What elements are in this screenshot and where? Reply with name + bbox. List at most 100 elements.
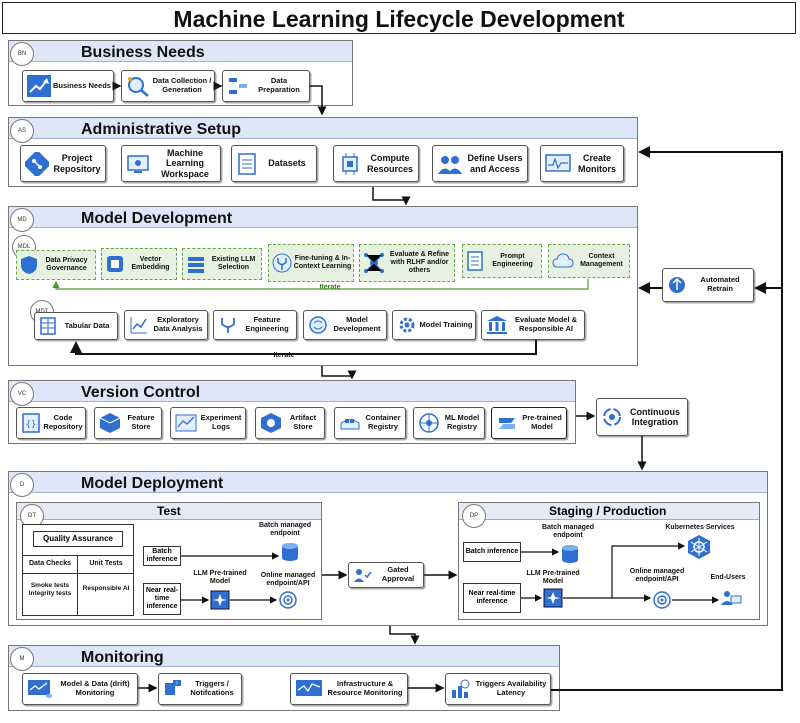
- fine-tuning-box[interactable]: Fine-tuning & In-Context Learning: [268, 244, 354, 282]
- eda-box[interactable]: Exploratory Data Analysis: [124, 310, 208, 340]
- data-preparation-box[interactable]: Data Preparation: [222, 70, 310, 102]
- model-training-box[interactable]: Model Training: [392, 310, 476, 340]
- stack-icon: [186, 254, 206, 274]
- section-title: Model Deployment: [81, 475, 224, 492]
- code-icon: {}: [21, 412, 41, 434]
- container-icon: [339, 413, 361, 433]
- qa-cell-responsible: Responsible AI: [82, 585, 130, 592]
- container-registry-box[interactable]: Container Registry: [334, 407, 406, 439]
- triggers-availability-box[interactable]: Triggers Availability Latency: [445, 673, 551, 705]
- analysis-icon: [129, 315, 149, 335]
- qa-col-unit-tests: Unit Tests: [89, 560, 123, 567]
- iterate-tabular-label: Iterate: [273, 352, 295, 359]
- qa-cell-tests: Smoke tests Integrity tests: [28, 582, 72, 597]
- ml-workspace-box[interactable]: Machine Learning Workspace: [121, 145, 221, 182]
- building-icon: [486, 315, 508, 335]
- kubernetes-icon: [686, 534, 712, 565]
- test-near-realtime[interactable]: Near real-time inference: [143, 583, 181, 615]
- cube-icon: [99, 412, 121, 434]
- test-online-endpoint-label: Online managed endpoint/API: [260, 572, 316, 588]
- git-icon: [25, 151, 49, 176]
- drift-monitoring-box[interactable]: Model & Data (drift) Monitoring: [22, 673, 138, 705]
- test-batch-endpoint-label: Batch managed endpoint: [258, 522, 312, 538]
- section-tag: BN: [10, 42, 34, 66]
- log-icon: [175, 413, 197, 433]
- network-icon: [363, 252, 385, 274]
- workspace-icon: [126, 152, 150, 176]
- stopwatch-chart-icon: [450, 678, 472, 700]
- test-batch-inference[interactable]: Batch inference: [143, 546, 181, 566]
- continuous-integration-box[interactable]: Continuous Integration: [596, 398, 688, 436]
- create-monitors-box[interactable]: Create Monitors: [540, 145, 624, 182]
- automated-retrain-box[interactable]: Automated Retrain: [662, 268, 754, 302]
- production-tag: DP: [462, 504, 486, 528]
- llm-model-icon: [210, 590, 230, 615]
- pretrained-model-box[interactable]: Pre-trained Model: [491, 407, 567, 439]
- artifact-icon: [260, 412, 282, 434]
- section-title: Version Control: [81, 384, 201, 401]
- section-administrative-setup: Administrative Setup: [8, 117, 638, 187]
- experiment-logs-box[interactable]: Experiment Logs: [170, 407, 246, 439]
- section-title: Model Development: [81, 210, 233, 227]
- retrain-icon: [667, 275, 687, 295]
- section-tag: VC: [10, 382, 34, 406]
- gated-approval-box[interactable]: Gated Approval: [348, 562, 424, 588]
- data-privacy-box[interactable]: Data Privacy Governance: [16, 250, 96, 280]
- artifact-store-box[interactable]: Artifact Store: [255, 407, 325, 439]
- production-title: Staging / Production: [549, 504, 667, 518]
- tabular-data-box[interactable]: Tabular Data: [34, 312, 118, 340]
- infrastructure-monitoring-box[interactable]: Infrastructure & Resource Monitoring: [290, 673, 408, 705]
- prompt-engineering-box[interactable]: Prompt Engineering: [462, 244, 542, 278]
- feature-store-box[interactable]: Feature Store: [94, 407, 162, 439]
- section-tag: D: [10, 473, 34, 497]
- prod-near-realtime[interactable]: Near real-time inference: [463, 583, 521, 613]
- cloud-icon: [552, 252, 574, 270]
- section-title: Administrative Setup: [81, 121, 242, 138]
- evaluate-model-box[interactable]: Evaluate Model & Responsible AI: [481, 310, 585, 340]
- test-llm-label: LLM Pre-trained Model: [193, 570, 247, 586]
- existing-llm-box[interactable]: Existing LLM Selection: [182, 248, 262, 280]
- approval-icon: [353, 566, 373, 584]
- code-repository-box[interactable]: {} Code Repository: [16, 407, 86, 439]
- bell-icon: !: [163, 679, 183, 699]
- data-collection-box[interactable]: Data Collection / Generation: [121, 70, 215, 102]
- qa-header: Quality Assurance: [33, 531, 123, 547]
- end-users-label: End-Users: [710, 574, 746, 581]
- section-title: Monitoring: [81, 649, 164, 666]
- dashboard-icon: [27, 678, 53, 700]
- prod-batch-endpoint-label: Batch managed endpoint: [541, 524, 595, 540]
- user-computer-icon: [720, 588, 742, 613]
- llm-model-icon: [543, 588, 563, 613]
- section-tag: AS: [10, 119, 34, 143]
- feature-icon: [218, 315, 238, 335]
- context-management-box[interactable]: Context Management: [548, 244, 630, 278]
- test-title: Test: [157, 504, 181, 518]
- business-needs-box[interactable]: Business Needs: [22, 70, 114, 102]
- triggers-notifications-box[interactable]: ! Triggers / Notifcations: [158, 673, 242, 705]
- section-tag: M: [10, 647, 34, 671]
- fork-icon: [272, 253, 292, 273]
- cycle-icon: [601, 406, 623, 428]
- evaluate-rlhf-box[interactable]: Evaluate & Refine with RLHF and/or other…: [359, 244, 455, 282]
- model-development-box[interactable]: Model Development: [303, 310, 387, 340]
- ml-model-registry-box[interactable]: ML Model Registry: [413, 407, 485, 439]
- datasets-box[interactable]: Datasets: [231, 145, 317, 182]
- define-users-box[interactable]: Define Users and Access: [432, 145, 528, 182]
- data-search-icon: [126, 75, 150, 97]
- compute-resources-box[interactable]: Compute Resources: [333, 145, 419, 182]
- cpu-icon: [338, 152, 362, 176]
- project-repository-box[interactable]: Project Repository: [20, 145, 106, 182]
- shield-icon: [20, 255, 38, 275]
- svg-text:!: !: [176, 681, 178, 687]
- table-icon: [39, 316, 57, 336]
- database-icon: [280, 542, 300, 567]
- registry-icon: [418, 412, 440, 434]
- prod-batch-inference[interactable]: Batch inference: [463, 542, 521, 562]
- vector-embedding-box[interactable]: Vector Embedding: [101, 248, 177, 280]
- qa-col-data-checks: Data Checks: [28, 560, 72, 567]
- model-icon: [496, 414, 518, 432]
- feature-engineering-box[interactable]: Feature Engineering: [213, 310, 297, 340]
- cube-icon: [105, 254, 125, 274]
- database-icon: [560, 544, 580, 569]
- qa-table: Quality Assurance Data Checks Unit Tests…: [22, 524, 134, 616]
